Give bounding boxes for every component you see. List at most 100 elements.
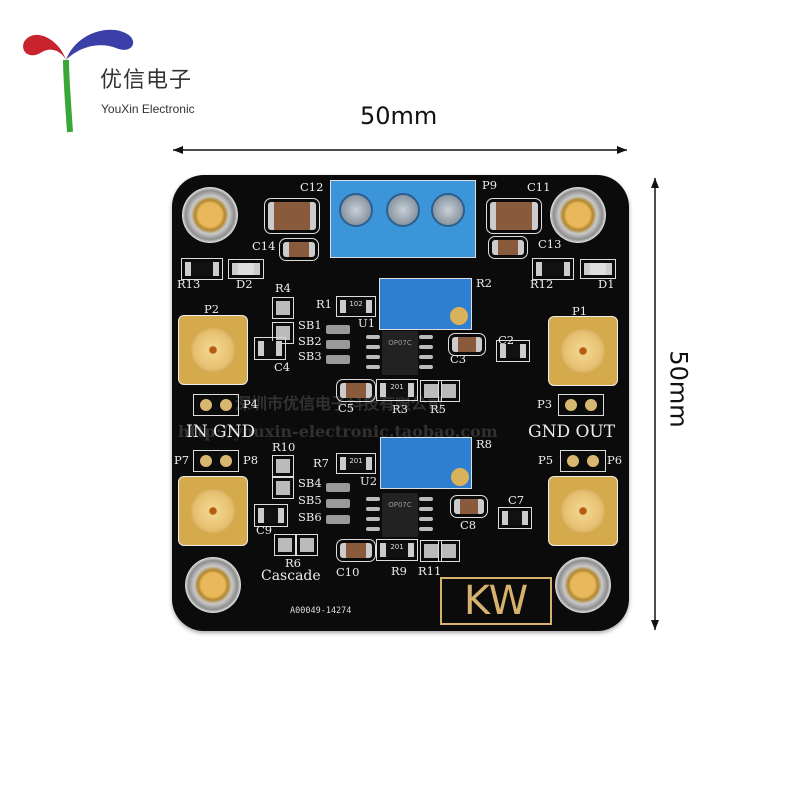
label-c13: C13 xyxy=(538,237,562,251)
height-dimension-label: 50mm xyxy=(664,350,693,428)
pad-r11 xyxy=(438,540,460,562)
label-p2: P2 xyxy=(204,302,220,316)
label-c2: C2 xyxy=(498,333,515,347)
label-r9: R9 xyxy=(391,564,407,578)
part-code: A00049-14274 xyxy=(290,606,352,616)
label-r3: R3 xyxy=(392,402,408,416)
label-r12: R12 xyxy=(530,277,554,291)
capacitor-c5 xyxy=(336,379,376,402)
pad-r6 xyxy=(274,534,296,556)
sma-connector-p2 xyxy=(178,315,248,385)
screw-icon xyxy=(339,193,373,227)
potentiometer-r2 xyxy=(379,278,472,330)
brand-name-cn: 优信电子 xyxy=(100,68,193,93)
label-r6: R6 xyxy=(285,556,301,570)
capacitor-c11 xyxy=(486,198,542,234)
label-c7: C7 xyxy=(508,493,525,507)
resistor-r13 xyxy=(181,258,223,280)
mounting-hole-bottom-right xyxy=(555,557,611,613)
pad-r10 xyxy=(272,477,294,499)
label-in-gnd: IN GND xyxy=(186,422,256,442)
label-u1: U1 xyxy=(358,316,376,330)
solder-bridge-sb1 xyxy=(326,325,350,334)
label-r2: R2 xyxy=(476,276,492,290)
screw-icon xyxy=(431,193,465,227)
label-sb5: SB5 xyxy=(298,493,322,507)
label-r11: R11 xyxy=(418,564,442,578)
watermark-cn: 深圳市优信电子科技有限公司 xyxy=(235,394,444,413)
capacitor-c8 xyxy=(450,495,488,518)
label-sb2: SB2 xyxy=(298,334,322,348)
label-sb1: SB1 xyxy=(298,318,322,332)
label-p9: P9 xyxy=(482,178,498,192)
mounting-hole-top-left xyxy=(182,187,238,243)
height-dimension-arrow-icon xyxy=(651,178,659,630)
watermark-url: http://youxin-electronic.taobao.com xyxy=(178,422,498,441)
solder-bridge-sb5 xyxy=(326,499,350,508)
capacitor-c7 xyxy=(498,507,532,529)
label-d1: D1 xyxy=(598,277,615,291)
header-p4 xyxy=(193,394,239,416)
potentiometer-r8 xyxy=(380,437,472,489)
header-p5-p6 xyxy=(560,450,606,472)
width-dimension-label: 50mm xyxy=(360,102,438,130)
label-r5: R5 xyxy=(430,402,446,416)
pad-r4 xyxy=(272,297,294,319)
label-c5: C5 xyxy=(338,401,355,415)
solder-bridge-sb6 xyxy=(326,515,350,524)
label-c11: C11 xyxy=(527,180,551,194)
label-p7: P7 xyxy=(174,453,190,467)
resistor-r12 xyxy=(532,258,574,280)
header-p3 xyxy=(558,394,604,416)
label-p1: P1 xyxy=(572,304,588,318)
pad-r11 xyxy=(420,540,442,562)
label-p3: P3 xyxy=(537,397,553,411)
label-gnd-out: GND OUT xyxy=(528,422,616,442)
label-p6: P6 xyxy=(607,453,623,467)
label-u2: U2 xyxy=(360,474,378,488)
label-r7: R7 xyxy=(313,456,329,470)
label-cascade: Cascade xyxy=(261,568,321,584)
pad-r4 xyxy=(272,322,294,344)
mounting-hole-bottom-left xyxy=(185,557,241,613)
label-c12: C12 xyxy=(300,180,324,194)
label-r13: R13 xyxy=(177,277,201,291)
capacitor-c4 xyxy=(254,337,286,360)
terminal-block-p9 xyxy=(330,180,476,258)
label-c14: C14 xyxy=(252,239,276,253)
label-c4: C4 xyxy=(274,360,291,374)
label-r10: R10 xyxy=(272,440,296,454)
sma-connector-p1 xyxy=(548,316,618,386)
mounting-hole-top-right xyxy=(550,187,606,243)
label-p4: P4 xyxy=(243,397,259,411)
resistor-r1: 102 xyxy=(336,296,376,317)
label-sb6: SB6 xyxy=(298,510,322,524)
label-r1: R1 xyxy=(316,297,332,311)
sma-connector-in-cascade xyxy=(178,476,248,546)
capacitor-c10 xyxy=(336,539,376,562)
ic-u1: OP07C xyxy=(382,331,418,375)
led-d2 xyxy=(228,259,264,279)
pad-r10 xyxy=(272,455,294,477)
screw-icon xyxy=(386,193,420,227)
label-r4: R4 xyxy=(275,281,291,295)
brand-logo-icon xyxy=(23,29,134,133)
label-sb4: SB4 xyxy=(298,476,322,490)
kw-logo: KW xyxy=(440,577,552,625)
pad-r5 xyxy=(438,380,460,402)
capacitor-c2 xyxy=(496,340,530,362)
ic-u2: OP07C xyxy=(382,493,418,537)
resistor-r7: 201 xyxy=(336,453,376,474)
solder-bridge-sb3 xyxy=(326,355,350,364)
capacitor-c13 xyxy=(488,236,528,259)
label-p5: P5 xyxy=(538,453,554,467)
capacitor-c9 xyxy=(254,504,288,527)
capacitor-c12 xyxy=(264,198,320,234)
pad-r5 xyxy=(420,380,442,402)
solder-bridge-sb2 xyxy=(326,340,350,349)
brand-name-en: YouXin Electronic xyxy=(101,102,195,116)
label-c8: C8 xyxy=(460,518,477,532)
capacitor-c14 xyxy=(279,238,319,261)
label-p8: P8 xyxy=(243,453,259,467)
label-sb3: SB3 xyxy=(298,349,322,363)
